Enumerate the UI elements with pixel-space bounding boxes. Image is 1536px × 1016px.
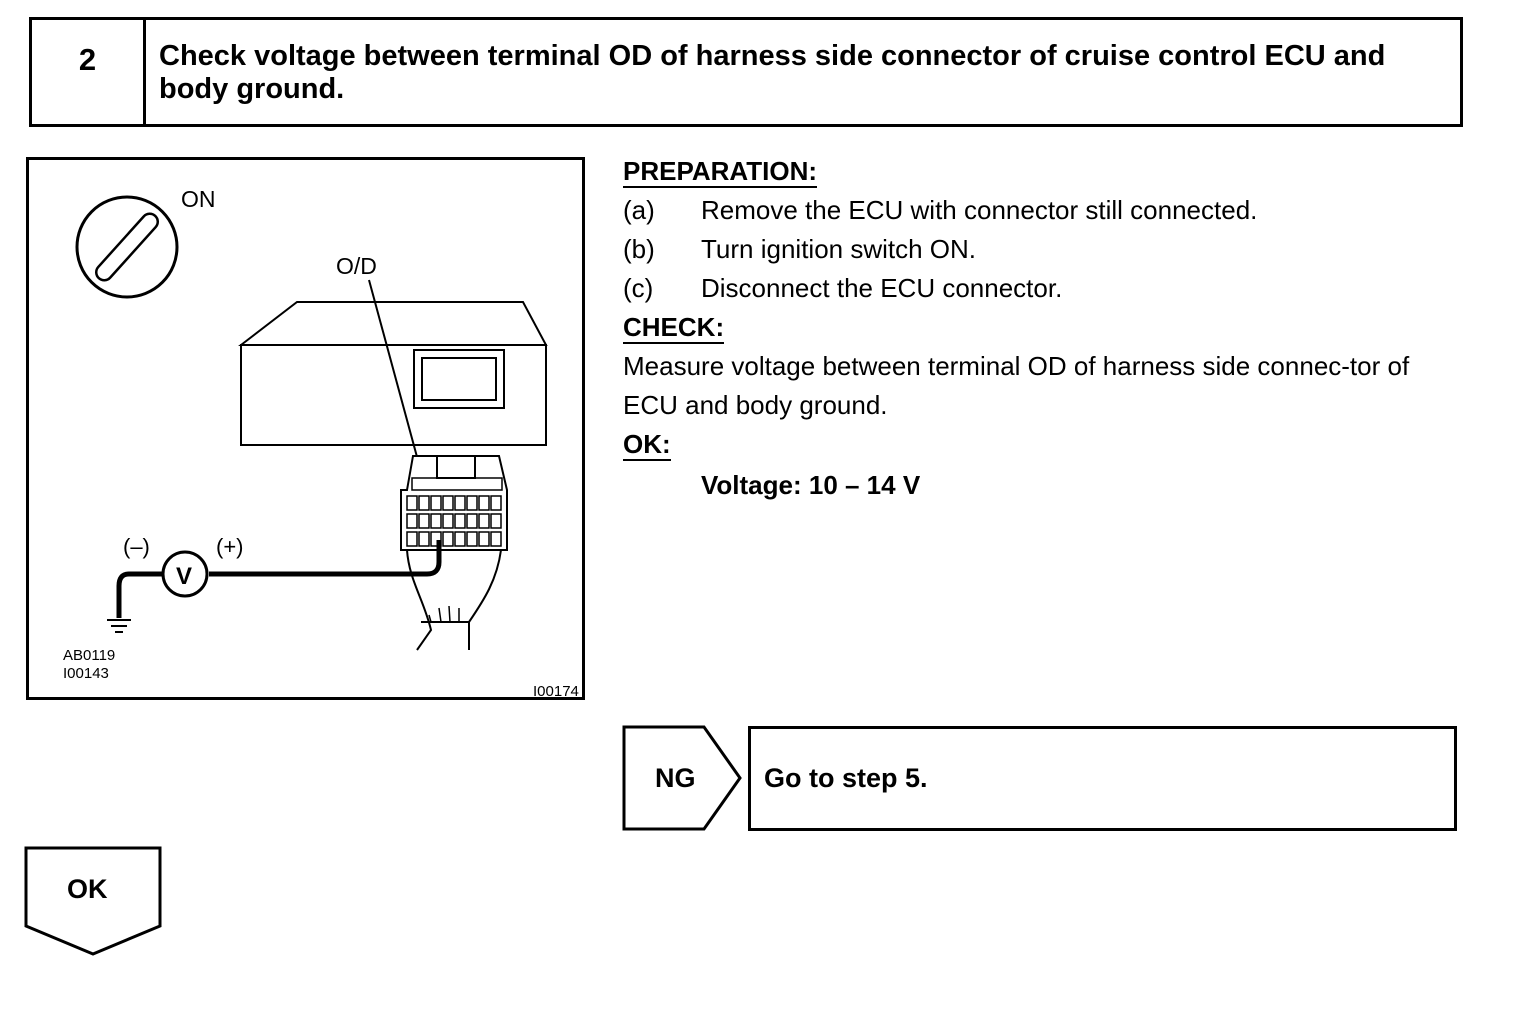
ignition-switch-icon <box>75 195 179 299</box>
ok-heading: OK: <box>623 429 671 461</box>
item-text: Remove the ECU with connector still conn… <box>701 195 1258 225</box>
ref-code-ab0119: AB0119 <box>63 647 115 664</box>
preparation-item: (a) Remove the ECU with connector still … <box>623 191 1473 230</box>
wiring-figure: ON O/D <box>26 157 585 700</box>
negative-terminal-label: (–) <box>123 534 150 559</box>
preparation-heading: PREPARATION: <box>623 156 818 188</box>
ok-flow-marker: OK <box>24 846 164 963</box>
step-number: 2 <box>32 20 146 124</box>
body-ground-icon <box>107 619 131 633</box>
step-title: Check voltage between terminal OD of har… <box>159 40 1386 105</box>
ng-action-text: Go to step 5. <box>764 763 928 793</box>
check-heading: CHECK: <box>623 312 725 344</box>
preparation-item: (c) Disconnect the ECU connector. <box>623 269 1473 308</box>
wiring-diagram: ON O/D <box>63 186 579 700</box>
check-text: Measure voltage between terminal OD of h… <box>623 351 1410 420</box>
ecu-unit <box>238 301 548 446</box>
preparation-item: (b) Turn ignition switch ON. <box>623 230 1473 269</box>
item-label: (b) <box>623 234 655 264</box>
item-label: (c) <box>623 273 654 303</box>
ignition-on-label: ON <box>181 186 216 212</box>
positive-lead-wire <box>209 540 442 577</box>
ng-flow-marker: NG <box>622 723 746 838</box>
ok-spec: Voltage: 10 – 14 V <box>701 470 921 500</box>
ng-action-box: Go to step 5. <box>748 726 1457 831</box>
voltmeter-label: V <box>176 563 192 590</box>
ok-label: OK <box>67 874 108 904</box>
ref-code-i00174: I00174 <box>533 683 579 700</box>
item-text: Disconnect the ECU connector. <box>701 273 1063 303</box>
item-label: (a) <box>623 195 655 225</box>
positive-terminal-label: (+) <box>216 534 244 559</box>
negative-lead-wire <box>116 571 163 618</box>
harness-connector-icon <box>400 455 508 651</box>
terminal-od-label: O/D <box>336 253 377 279</box>
item-text: Turn ignition switch ON. <box>701 234 977 264</box>
ref-code-i00143: I00143 <box>63 665 109 682</box>
ng-label: NG <box>655 763 696 793</box>
step-header: 2 Check voltage between terminal OD of h… <box>29 17 1463 127</box>
instructions: PREPARATION: (a) Remove the ECU with con… <box>623 152 1473 505</box>
voltmeter-icon: V <box>161 550 209 598</box>
